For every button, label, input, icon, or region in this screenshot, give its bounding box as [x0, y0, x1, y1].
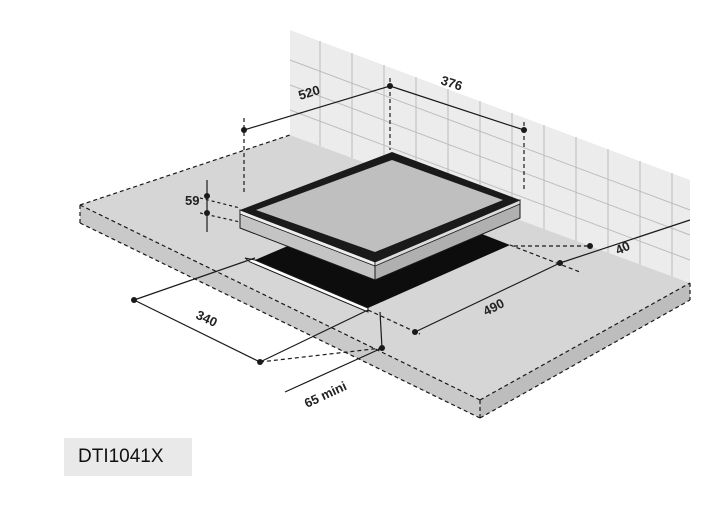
- dim-40-lines: [514, 219, 691, 264]
- dim-label-65-mini: 65 mini: [302, 378, 349, 411]
- dim-label-340: 340: [194, 307, 220, 330]
- dim-label-40: 40: [613, 238, 632, 258]
- dim-490-lines: [367, 244, 581, 335]
- dim-520-lines: [243, 78, 391, 195]
- dim-65-mini-lines: [259, 311, 383, 393]
- dim-340-lines: [133, 257, 369, 363]
- model-label: DTI1041X: [64, 438, 192, 476]
- dim-label-59: 59: [185, 193, 199, 208]
- dim-376-lines: [389, 85, 525, 192]
- dimension-dots: [131, 83, 593, 365]
- dim-label-376: 376: [439, 73, 464, 94]
- dim-label-520: 520: [296, 82, 321, 103]
- hob: [239, 152, 521, 281]
